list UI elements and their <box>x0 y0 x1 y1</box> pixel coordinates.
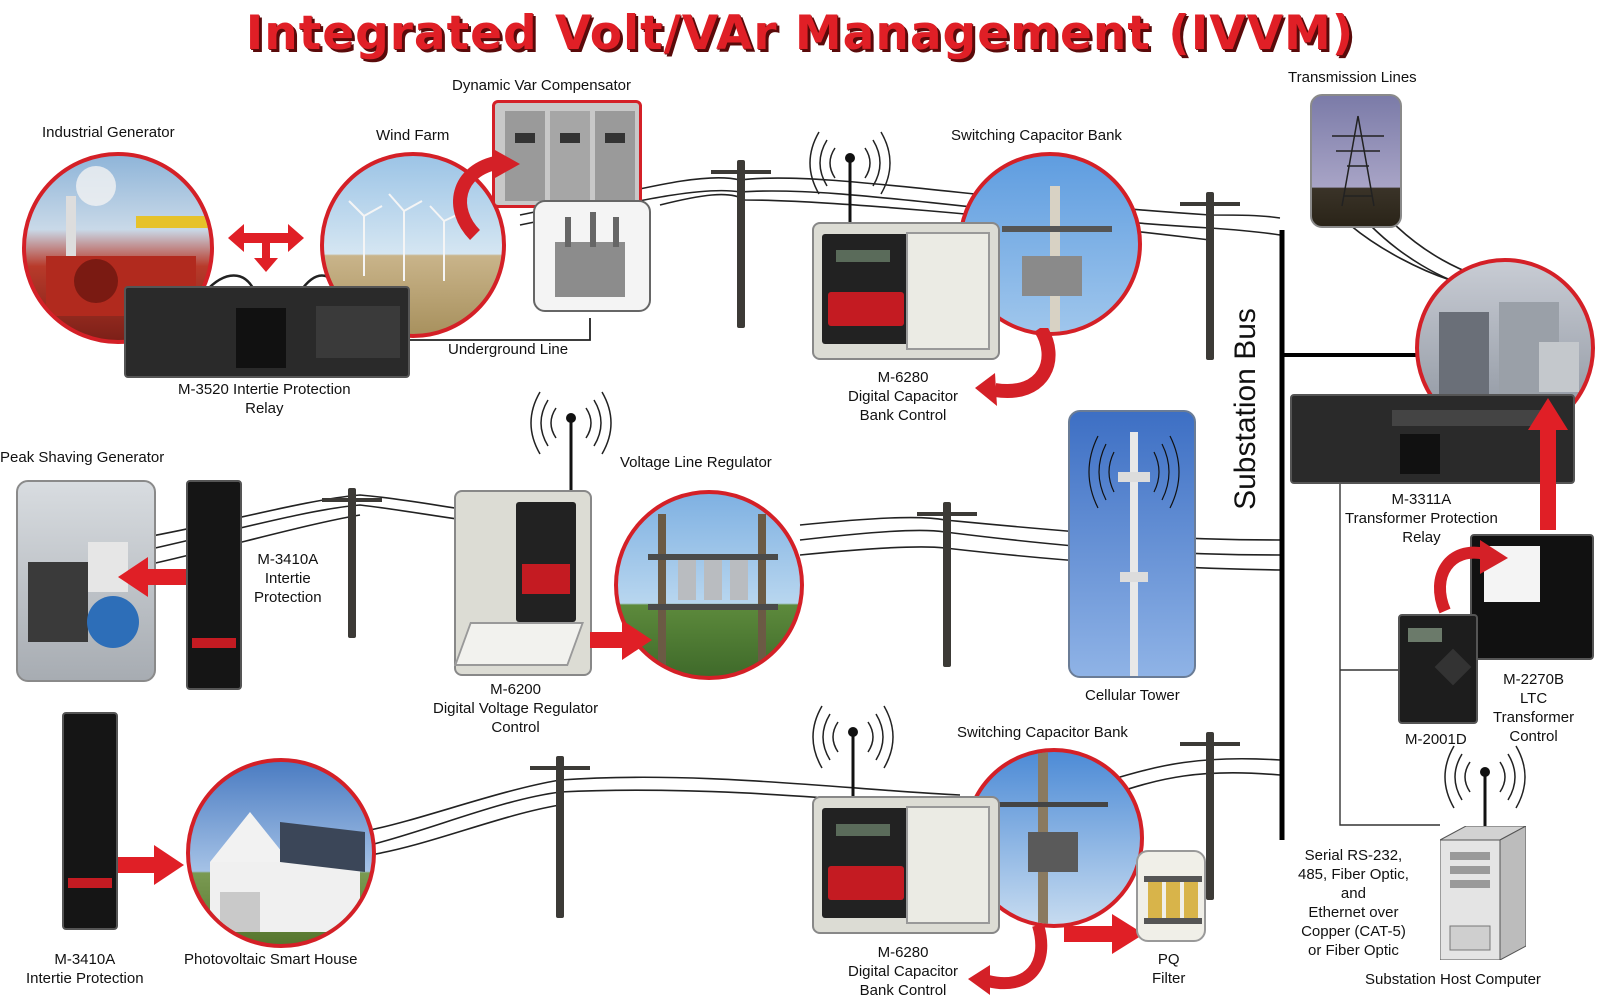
curved-arrow-icon <box>968 925 1048 995</box>
diesel-generator-icon <box>28 542 139 648</box>
substation-icon <box>1439 302 1579 402</box>
server-tower-icon <box>1440 826 1526 960</box>
utility-pole-top-2 <box>1180 192 1240 360</box>
host-computer-label: Substation Host Computer <box>1365 971 1541 988</box>
right-arrow-icon <box>590 620 652 660</box>
pv-house-label: Photovoltaic Smart House <box>184 951 358 968</box>
underground-line-label: Underground Line <box>448 341 569 358</box>
cellular-tower-label: Cellular Tower <box>1085 687 1180 704</box>
substation-bus-label: Substation Bus <box>1228 308 1262 510</box>
filter-icon <box>1144 876 1202 924</box>
up-arrow-icon <box>1528 398 1568 530</box>
transformer-icon <box>555 212 625 297</box>
bottom-line-wire-5 <box>1109 771 1281 796</box>
cellular-tower-photo <box>1068 410 1196 678</box>
left-arrow-icon <box>118 557 192 597</box>
transmission-lines-photo <box>1310 94 1402 228</box>
mid-line-wire-6 <box>799 546 1281 571</box>
pq-filter-photo <box>1136 850 1206 942</box>
utility-pole-top-1 <box>711 160 771 328</box>
cell-tower-icon <box>1088 432 1180 676</box>
m2001d-label: M-2001D <box>1405 731 1467 748</box>
utility-pole-bottom-1 <box>530 756 590 918</box>
industrial-generator-label: Industrial Generator <box>42 124 175 141</box>
pv-house-photo <box>186 758 376 948</box>
voltage-line-reg-photo <box>614 490 804 680</box>
capacitor-pole-icon <box>998 752 1108 924</box>
bottom-line-wire-3 <box>369 804 561 856</box>
wind-turbine-icon <box>348 193 462 281</box>
right-arrow-icon <box>1064 914 1144 954</box>
comm-line-host <box>1339 480 1440 826</box>
switching-cap-top-label: Switching Capacitor Bank <box>951 127 1122 144</box>
m3520-relay-device <box>124 286 410 378</box>
peak-shaving-label: Peak Shaving Generator <box>0 449 165 466</box>
m2001d-device <box>1398 614 1478 724</box>
antenna-icon <box>812 705 894 822</box>
dynamic-var-label: Dynamic Var Compensator <box>452 77 631 94</box>
right-arrow-icon <box>118 845 184 885</box>
transmission-lines-label: Transmission Lines <box>1288 69 1417 86</box>
m6280-bottom-cabinet <box>812 796 1000 934</box>
m3410a-mid-device <box>186 480 242 690</box>
bidirectional-arrow-icon <box>228 224 304 272</box>
cabinet-icon <box>505 111 635 201</box>
pad-transformer-photo <box>533 200 651 312</box>
curved-arrow-icon <box>453 150 520 240</box>
m6280-top-cabinet <box>812 222 1000 360</box>
curved-arrow-icon <box>975 328 1056 406</box>
dynamic-var-photo <box>492 100 642 208</box>
utility-pole-mid-2 <box>917 502 977 667</box>
top-line-wire-2 <box>519 189 1281 236</box>
wind-farm-label: Wind Farm <box>376 127 450 144</box>
mid-line-wire-4 <box>799 516 1281 541</box>
curved-arrow-icon <box>1434 540 1508 614</box>
utility-pole-mid-1 <box>322 488 382 638</box>
m6200-cabinet <box>453 490 592 676</box>
regulator-icon <box>648 514 778 674</box>
voltage-line-reg-label: Voltage Line Regulator <box>620 454 772 471</box>
m3410a-bottom-device <box>62 712 118 930</box>
switching-cap-bottom-label: Switching Capacitor Bank <box>957 724 1128 741</box>
underground-wire <box>400 318 591 341</box>
utility-pole-bottom-2 <box>1180 732 1240 900</box>
capacitor-pole-icon <box>1002 186 1112 332</box>
m3311a-relay-device <box>1290 394 1575 484</box>
antenna-icon <box>530 391 612 498</box>
house-icon <box>210 812 365 932</box>
transmission-wire-1 <box>1349 224 1451 281</box>
bottom-line-wire-1 <box>369 776 961 831</box>
bottom-line-wire-4 <box>1109 757 1281 781</box>
transmission-tower-icon <box>1332 115 1384 207</box>
mid-line-wire-5 <box>799 529 1281 556</box>
diagram-title: Integrated Volt/VAr Management (IVVM) <box>245 6 1355 61</box>
